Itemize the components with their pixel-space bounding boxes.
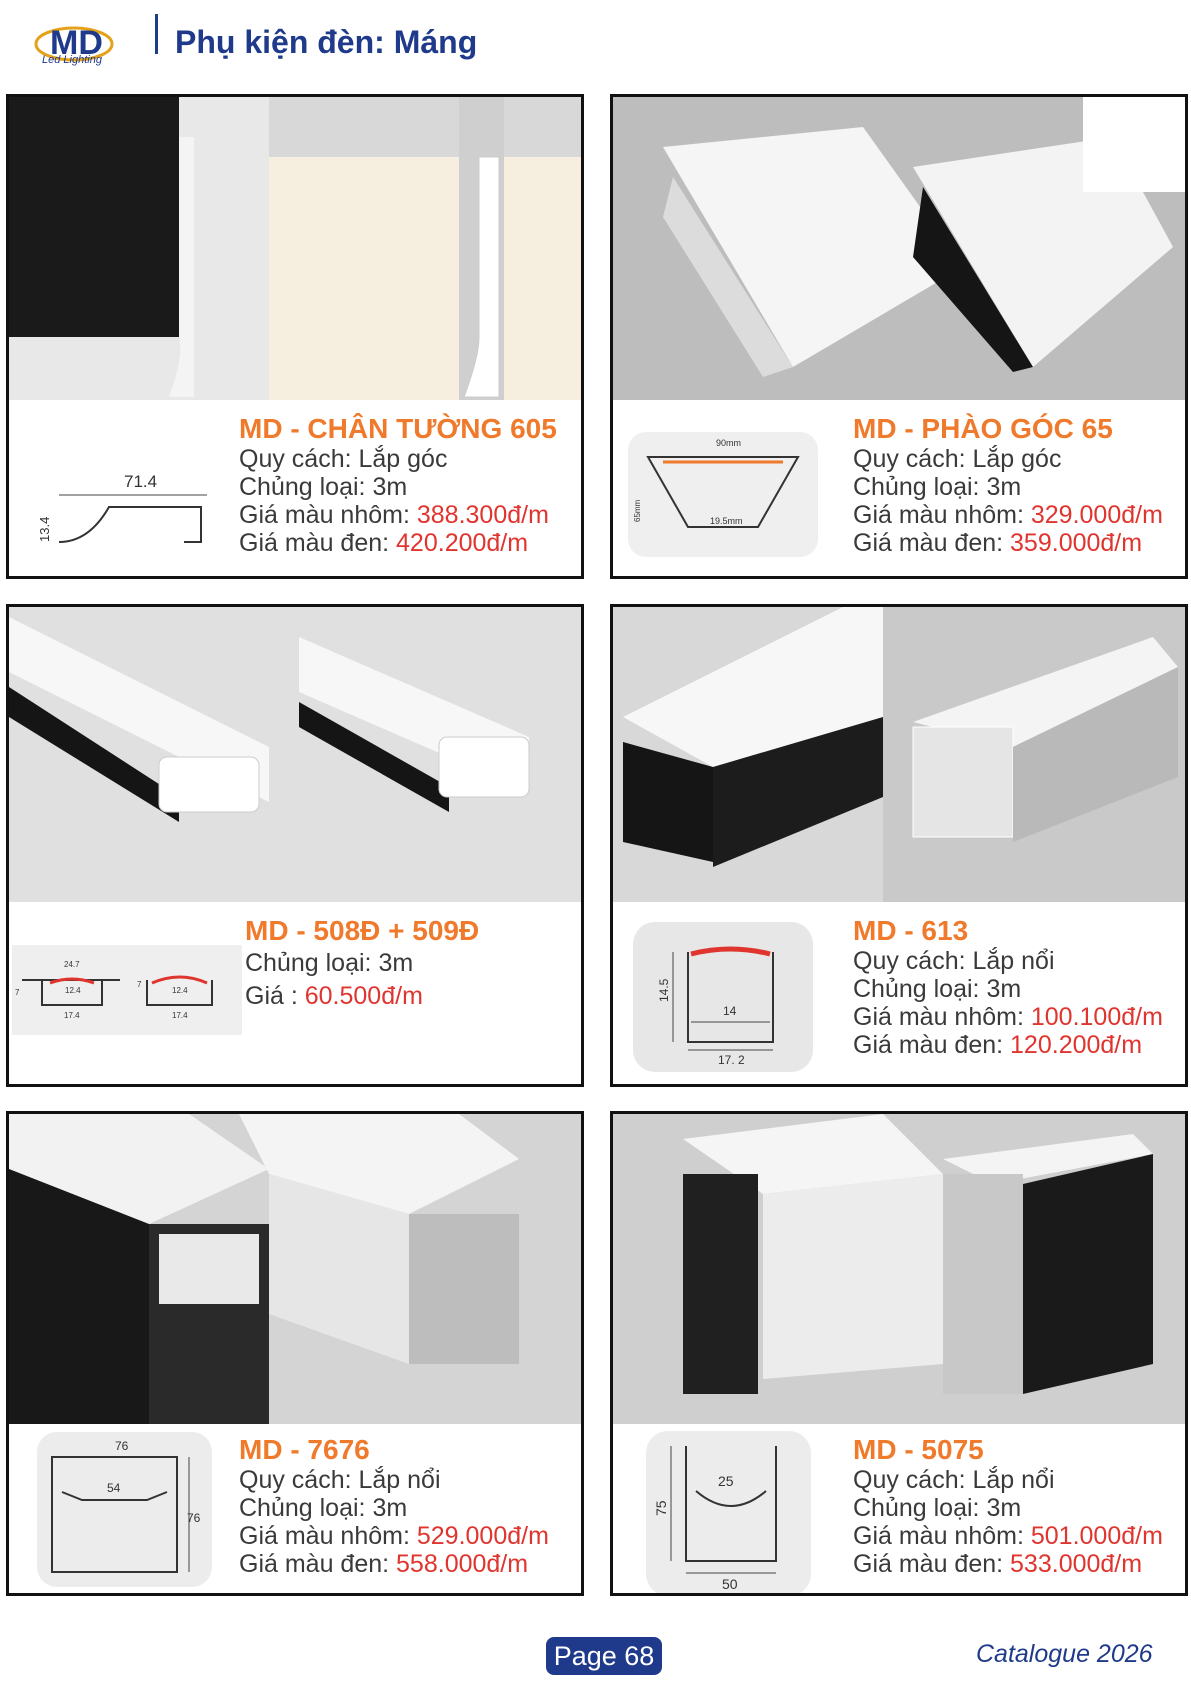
product-photo	[9, 1114, 581, 1424]
product-card-508-509: 24.7 12.4 17.4 7 12.4 17.4 7 MD - 508Đ +…	[6, 604, 584, 1087]
product-photo	[613, 97, 1185, 400]
dim-width: 76	[115, 1439, 129, 1453]
dim-outer: 17. 2	[718, 1053, 745, 1067]
product-card-605: 71.4 13.4 MD - CHÂN TƯỜNG 605 Quy cách: …	[6, 94, 584, 579]
product-model: MD - CHÂN TƯỜNG 605	[239, 413, 557, 444]
product-card-65: 90mm 19.5mm 65mm MD - PHÀO GÓC 65 Quy cá…	[610, 94, 1188, 579]
spec-line: Quy cách: Lắp góc	[239, 445, 448, 473]
spec-line: Chủng loại: 3m	[239, 1494, 408, 1522]
dim-inner: 12.4	[172, 986, 188, 995]
dim-outer: 17.4	[172, 1011, 188, 1020]
product-photo	[9, 607, 581, 902]
product-info: MD - 508Đ + 509Đ Chủng loại: 3m Giá : 60…	[245, 915, 479, 1013]
dim-height: 7	[15, 988, 20, 997]
price-line: Giá màu đen: 420.200đ/m	[239, 529, 529, 557]
dim-width: 50	[722, 1576, 738, 1592]
dim-height: 7	[137, 980, 142, 989]
spec-line: Chủng loại: 3m	[245, 949, 414, 977]
logo-text: Led Lighting	[42, 54, 102, 66]
catalogue-label: Catalogue 2026	[976, 1640, 1153, 1668]
product-card-5075: 25 75 50 MD - 5075 Quy cách: Lắp nổi Chủ…	[610, 1111, 1188, 1596]
md-logo-icon: MD	[34, 24, 114, 62]
product-model: MD - 613	[853, 915, 969, 946]
dim-height: 75	[653, 1500, 669, 1516]
product-card-7676: 76 54 76 MD - 7676 Quy cách: Lắp nổi Chủ…	[6, 1111, 584, 1596]
dim-width: 24.7	[64, 960, 80, 969]
profile-diagram: 71.4 13.4	[37, 472, 207, 543]
spec-line: Quy cách: Lắp góc	[853, 445, 1062, 473]
product-model: MD - 7676	[239, 1434, 370, 1465]
dim-height: 65mm	[633, 499, 642, 522]
profile-diagram: 24.7 12.4 17.4 7 12.4 17.4 7	[12, 945, 242, 1035]
spec-line: Quy cách: Lắp nổi	[239, 1466, 441, 1494]
dim-inner: 12.4	[65, 986, 81, 995]
profile-diagram: 25 75 50	[646, 1431, 811, 1593]
dim-height: 13.4	[37, 517, 52, 542]
product-model: MD - PHÀO GÓC 65	[853, 413, 1113, 444]
spec-line: Chủng loại: 3m	[853, 473, 1022, 501]
spec-line: Quy cách: Lắp nổi	[853, 947, 1055, 975]
spec-line: Chủng loại: 3m	[239, 473, 408, 501]
profile-diagram: 14.5 14 17. 2	[633, 922, 813, 1072]
product-photo	[613, 607, 1185, 902]
page-header: MD Led Lighting Phụ kiện đèn: Máng	[0, 0, 1191, 90]
product-info: MD - 5075 Quy cách: Lắp nổi Chủng loại: …	[853, 1434, 1163, 1578]
spec-line: Chủng loại: 3m	[853, 975, 1022, 1003]
product-model: MD - 5075	[853, 1434, 984, 1465]
page-number-badge: Page 68	[546, 1637, 662, 1675]
svg-text:MD: MD	[50, 24, 103, 62]
price-line: Giá màu đen: 120.200đ/m	[853, 1031, 1143, 1059]
product-photo	[613, 1114, 1185, 1424]
page-title: Phụ kiện đèn: Máng	[175, 24, 478, 60]
spec-line: Quy cách: Lắp nổi	[853, 1466, 1055, 1494]
dim-inner: 14	[723, 1004, 737, 1018]
dim-width: 90mm	[716, 438, 741, 448]
header-divider	[155, 14, 158, 54]
profile-diagram: 90mm 19.5mm 65mm	[628, 432, 818, 557]
product-info: MD - PHÀO GÓC 65 Quy cách: Lắp góc Chủng…	[853, 413, 1163, 557]
price-line: Giá màu nhôm: 529.000đ/m	[239, 1522, 549, 1550]
dim-height: 76	[187, 1511, 201, 1525]
product-info: MD - 613 Quy cách: Lắp nổi Chủng loại: 3…	[853, 915, 1163, 1059]
dim-base: 19.5mm	[710, 516, 743, 526]
dim-width: 71.4	[124, 472, 157, 491]
price-line: Giá màu nhôm: 501.000đ/m	[853, 1522, 1163, 1550]
product-card-613: 14.5 14 17. 2 MD - 613 Quy cách: Lắp nổi…	[610, 604, 1188, 1087]
product-photo	[9, 97, 581, 400]
price-line: Giá màu nhôm: 388.300đ/m	[239, 501, 549, 529]
spec-line: Chủng loại: 3m	[853, 1494, 1022, 1522]
price-line: Giá : 60.500đ/m	[245, 982, 423, 1010]
dim-height: 14.5	[657, 978, 671, 1002]
price-line: Giá màu nhôm: 100.100đ/m	[853, 1003, 1163, 1031]
dim-inner: 25	[718, 1473, 734, 1489]
dim-outer: 17.4	[64, 1011, 80, 1020]
product-model: MD - 508Đ + 509Đ	[245, 915, 480, 946]
price-line: Giá màu nhôm: 329.000đ/m	[853, 501, 1163, 529]
price-line: Giá màu đen: 558.000đ/m	[239, 1550, 529, 1578]
product-info: MD - CHÂN TƯỜNG 605 Quy cách: Lắp góc Ch…	[239, 413, 557, 557]
price-line: Giá màu đen: 359.000đ/m	[853, 529, 1143, 557]
profile-diagram: 76 54 76	[37, 1432, 212, 1587]
price-line: Giá màu đen: 533.000đ/m	[853, 1550, 1143, 1578]
dim-inner: 54	[107, 1481, 121, 1495]
product-info: MD - 7676 Quy cách: Lắp nổi Chủng loại: …	[239, 1434, 549, 1578]
